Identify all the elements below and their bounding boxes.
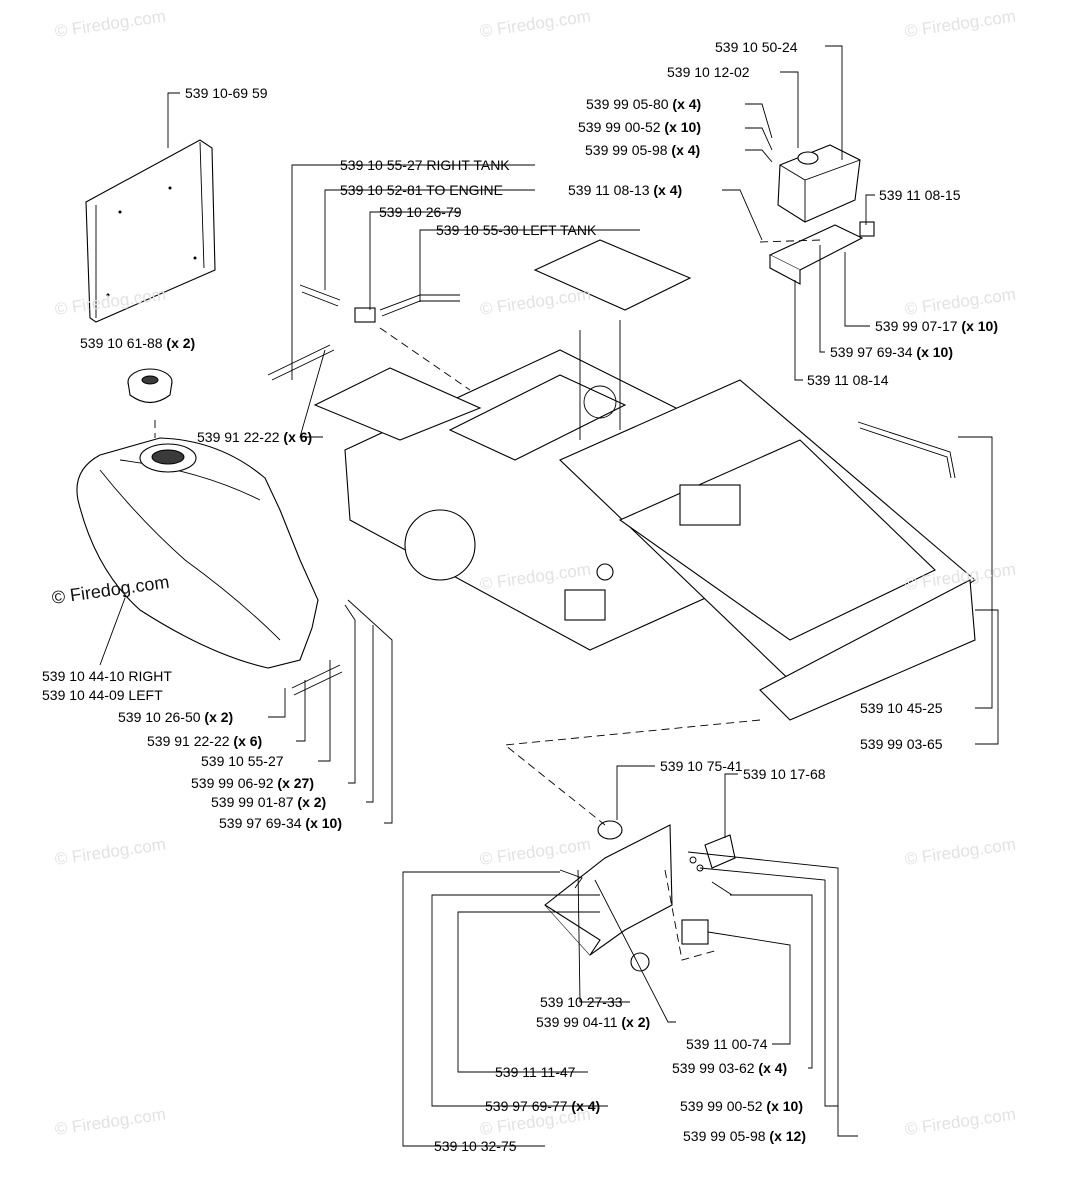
part-label: 539 10 52-81 TO ENGINE bbox=[340, 182, 503, 198]
part-label: 539 99 00-52 (x 10) bbox=[680, 1098, 803, 1114]
part-label: 539 99 01-87 (x 2) bbox=[211, 794, 327, 810]
part-label: 539 99 00-52 (x 10) bbox=[578, 119, 701, 135]
assembly-lines bbox=[154, 239, 821, 961]
part-label: 539 91 22-22 (x 6) bbox=[197, 429, 313, 445]
rod bbox=[857, 421, 956, 479]
part-label: 539 10 26-50 (x 2) bbox=[118, 709, 234, 725]
part-label: 539 10 44-09 LEFT bbox=[42, 687, 163, 703]
part-label: 539 99 05-98 (x 4) bbox=[585, 142, 701, 158]
part-label: 539 10 32-75 bbox=[434, 1138, 517, 1154]
part-label: 539 99 03-65 bbox=[860, 736, 943, 752]
part-label: 539 11 11-47 bbox=[495, 1064, 576, 1080]
part-label: 539 97 69-34 (x 10) bbox=[219, 815, 342, 831]
leader-lines bbox=[99, 45, 999, 1147]
part-label: 539 99 05-98 (x 12) bbox=[683, 1128, 806, 1144]
part-label: 539 91 22-22 (x 6) bbox=[147, 733, 263, 749]
seat-back-panel bbox=[85, 139, 216, 323]
part-label: 539 10 26-79 bbox=[379, 204, 462, 220]
part-label: 539 99 07-17 (x 10) bbox=[875, 318, 998, 334]
hydraulic-tank bbox=[768, 144, 875, 285]
part-label: 539 99 05-80 (x 4) bbox=[586, 96, 702, 112]
part-label: 539 10 75-41 bbox=[660, 758, 743, 774]
part-label: 539 99 06-92 (x 27) bbox=[191, 775, 314, 791]
part-label: 539 10 55-27 bbox=[201, 753, 284, 769]
part-label: 539 11 08-13 (x 4) bbox=[568, 182, 683, 198]
part-label: 539 10 50-24 bbox=[715, 39, 798, 55]
part-label: 539 10 45-25 bbox=[860, 700, 943, 716]
part-label: 539 99 04-11 (x 2) bbox=[536, 1014, 651, 1030]
part-label: 539 97 69-34 (x 10) bbox=[830, 344, 953, 360]
part-label: 539 10 17-68 bbox=[743, 766, 826, 782]
part-label: 539 11 08-14 bbox=[807, 372, 889, 388]
fuel-tank bbox=[76, 437, 319, 669]
part-label: 539 10 27-33 bbox=[540, 994, 623, 1010]
part-label: 539 10 44-10 RIGHT bbox=[42, 668, 172, 684]
part-label: 539 10 61-88 (x 2) bbox=[80, 335, 196, 351]
part-label: 539 10 12-02 bbox=[667, 64, 750, 80]
part-label: 539 10 55-27 RIGHT TANK bbox=[340, 157, 510, 173]
part-label: 539 10-69 59 bbox=[185, 85, 268, 101]
fuel-lines bbox=[267, 284, 460, 696]
part-label: 539 97 69-77 (x 4) bbox=[485, 1098, 601, 1114]
part-label: 539 11 08-15 bbox=[879, 187, 961, 203]
control-panel bbox=[544, 820, 736, 972]
fuel-cap bbox=[127, 368, 173, 404]
part-label: 539 99 03-62 (x 4) bbox=[672, 1060, 788, 1076]
chassis-frame bbox=[313, 239, 976, 721]
part-label: 539 10 55-30 LEFT TANK bbox=[436, 222, 597, 238]
part-label: 539 11 00-74 bbox=[686, 1036, 768, 1052]
